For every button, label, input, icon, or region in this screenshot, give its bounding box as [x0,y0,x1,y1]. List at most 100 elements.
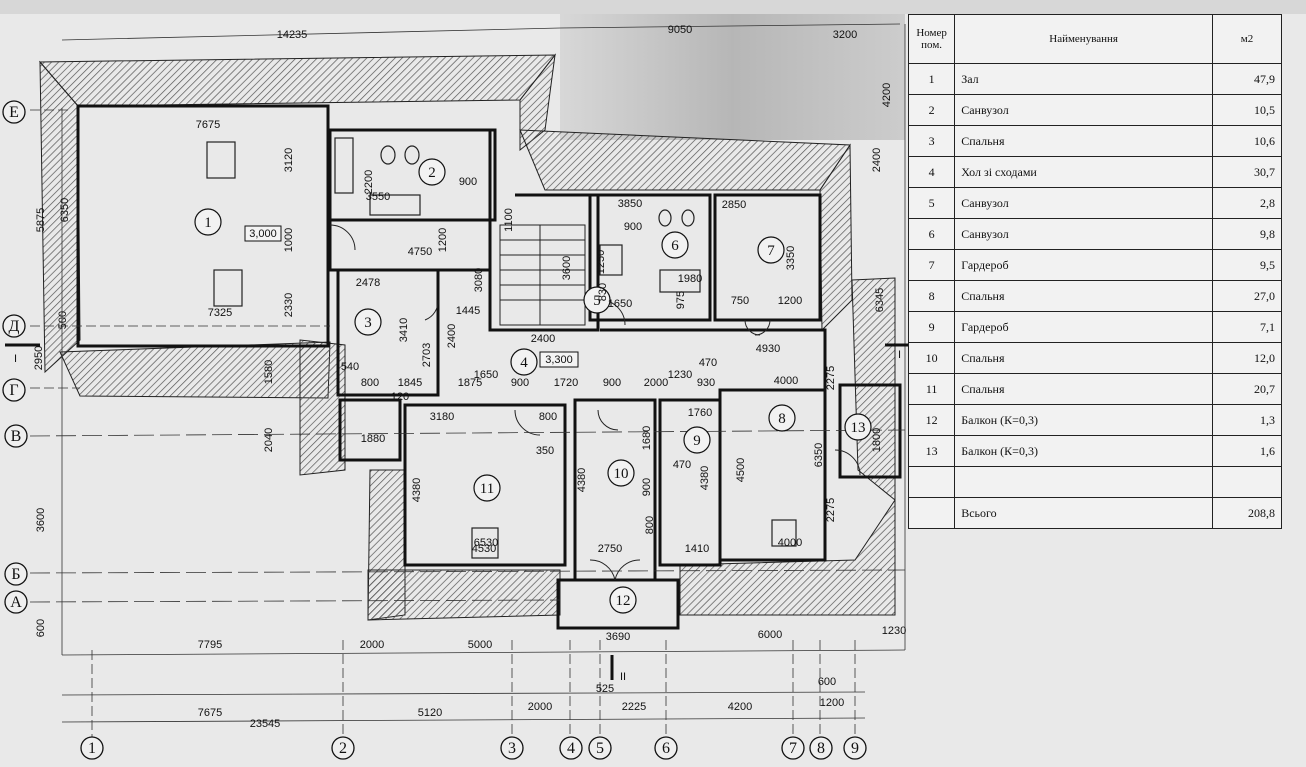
dimension-value: 7325 [208,307,232,319]
dimension-value: 1445 [456,305,480,317]
room-name-cell: Санвузол [954,187,1214,219]
room-number-cell: 6 [907,218,956,250]
walls [76,104,902,630]
total-label: Всього [954,497,1214,529]
room-area-cell: 47,9 [1212,63,1282,95]
room-name-cell: Балкон (К=0,3) [954,435,1214,467]
axis-number-bubble [500,736,524,760]
room-number-cell: 10 [907,342,956,374]
dimension-value: 1845 [398,377,422,389]
dimension-value: 2000 [360,639,384,651]
room-number: 8 [778,411,786,427]
dimension-value: 1680 [641,426,653,450]
dimension-value: 2330 [283,293,295,317]
door-arcs [329,224,861,581]
dimension-value: 4380 [576,468,588,492]
dimension-value: 1200 [820,697,844,709]
room-area-cell: 9,5 [1212,249,1282,281]
dimension-value: 2225 [622,701,646,713]
dimension-value: 4500 [735,458,747,482]
room-number: 1 [204,215,212,231]
room-number-circle [354,308,382,336]
room-number-cell: 5 [907,187,956,219]
room-number: 10 [614,466,629,482]
dimension-value: 525 [596,683,614,695]
dimension-value: 900 [641,478,653,496]
dimension-value: 350 [536,445,554,457]
axis-number-bubble [654,736,678,760]
dimension-value: 4200 [881,83,893,107]
axis-letter: Е [9,104,19,121]
dimension-value: 6350 [813,443,825,467]
fixtures [206,137,797,559]
dimension-value: 900 [459,176,477,188]
room-number-circle [510,348,538,376]
room-number-cell: 11 [907,373,956,405]
dimension-value: 5000 [468,639,492,651]
dimension-value: 1200 [778,295,802,307]
total-area: 208,8 [1212,497,1282,529]
axis-number-bubble [331,736,355,760]
room-name-cell: Спальня [954,342,1214,374]
dimension-value: 5875 [35,208,47,232]
axis-letter: А [10,594,22,611]
room-number-cell: 3 [907,125,956,157]
table-total-row: Всього 208,8 [907,497,1282,529]
dimension-value: 900 [603,377,621,389]
room-name-cell: Спальня [954,373,1214,405]
dimension-value: 600 [35,619,47,637]
axis-number: 9 [851,740,859,757]
dimension-value: 1230 [882,625,906,637]
axis-number: 3 [508,740,516,757]
room-number: 13 [851,420,866,436]
dimension-value: 470 [673,459,691,471]
room-number-cell: 13 [907,435,956,467]
dimension-value: 1875 [458,377,482,389]
room-number-circle [607,459,635,487]
section-mark: I [898,349,901,361]
dimension-value: 600 [818,676,836,688]
dimension-value: 4750 [408,246,432,258]
dimension-value: 2478 [356,277,380,289]
dimension-value: 2750 [598,543,622,555]
dimension-value: 1200 [437,228,449,252]
dimension-value: 7795 [198,639,222,651]
level-badge: 3,000 [249,228,277,240]
room-name-cell: Спальня [954,125,1214,157]
roof-hatch [38,53,896,621]
dimension-value: 2200 [363,170,375,194]
room-number-cell: 12 [907,404,956,436]
table-header-row: Номер пом. Найменування м2 [907,14,1282,64]
dimension-value: 4200 [728,701,752,713]
axis-letter: Г [9,382,18,399]
dimension-value: 1000 [283,228,295,252]
room-name-cell: Гардероб [954,249,1214,281]
dimension-value: 1410 [685,543,709,555]
dimension-value: 2000 [528,701,552,713]
axis-number-bubble [588,736,612,760]
dimension-value: 800 [539,411,557,423]
dimension-value: 2000 [644,377,668,389]
dimension-value: 1100 [503,208,515,232]
dimension-value: 1980 [678,273,702,285]
room-number-cell: 2 [907,94,956,126]
level-badges: 3,000 3,300 [244,225,579,368]
dimension-value: 1800 [871,428,883,452]
axis-letter-bubble [4,590,28,614]
axis-letter-bubble [4,562,28,586]
dimension-lines [29,23,906,752]
room-area-cell: 20,7 [1212,373,1282,405]
dimension-value: 4380 [699,466,711,490]
room-number-circle [768,404,796,432]
dimension-value: 2400 [871,148,883,172]
axis-number: 6 [662,740,670,757]
room-name-cell: Балкон (К=0,3) [954,404,1214,436]
axis-number: 2 [339,740,347,757]
dimension-value: 1760 [688,407,712,419]
